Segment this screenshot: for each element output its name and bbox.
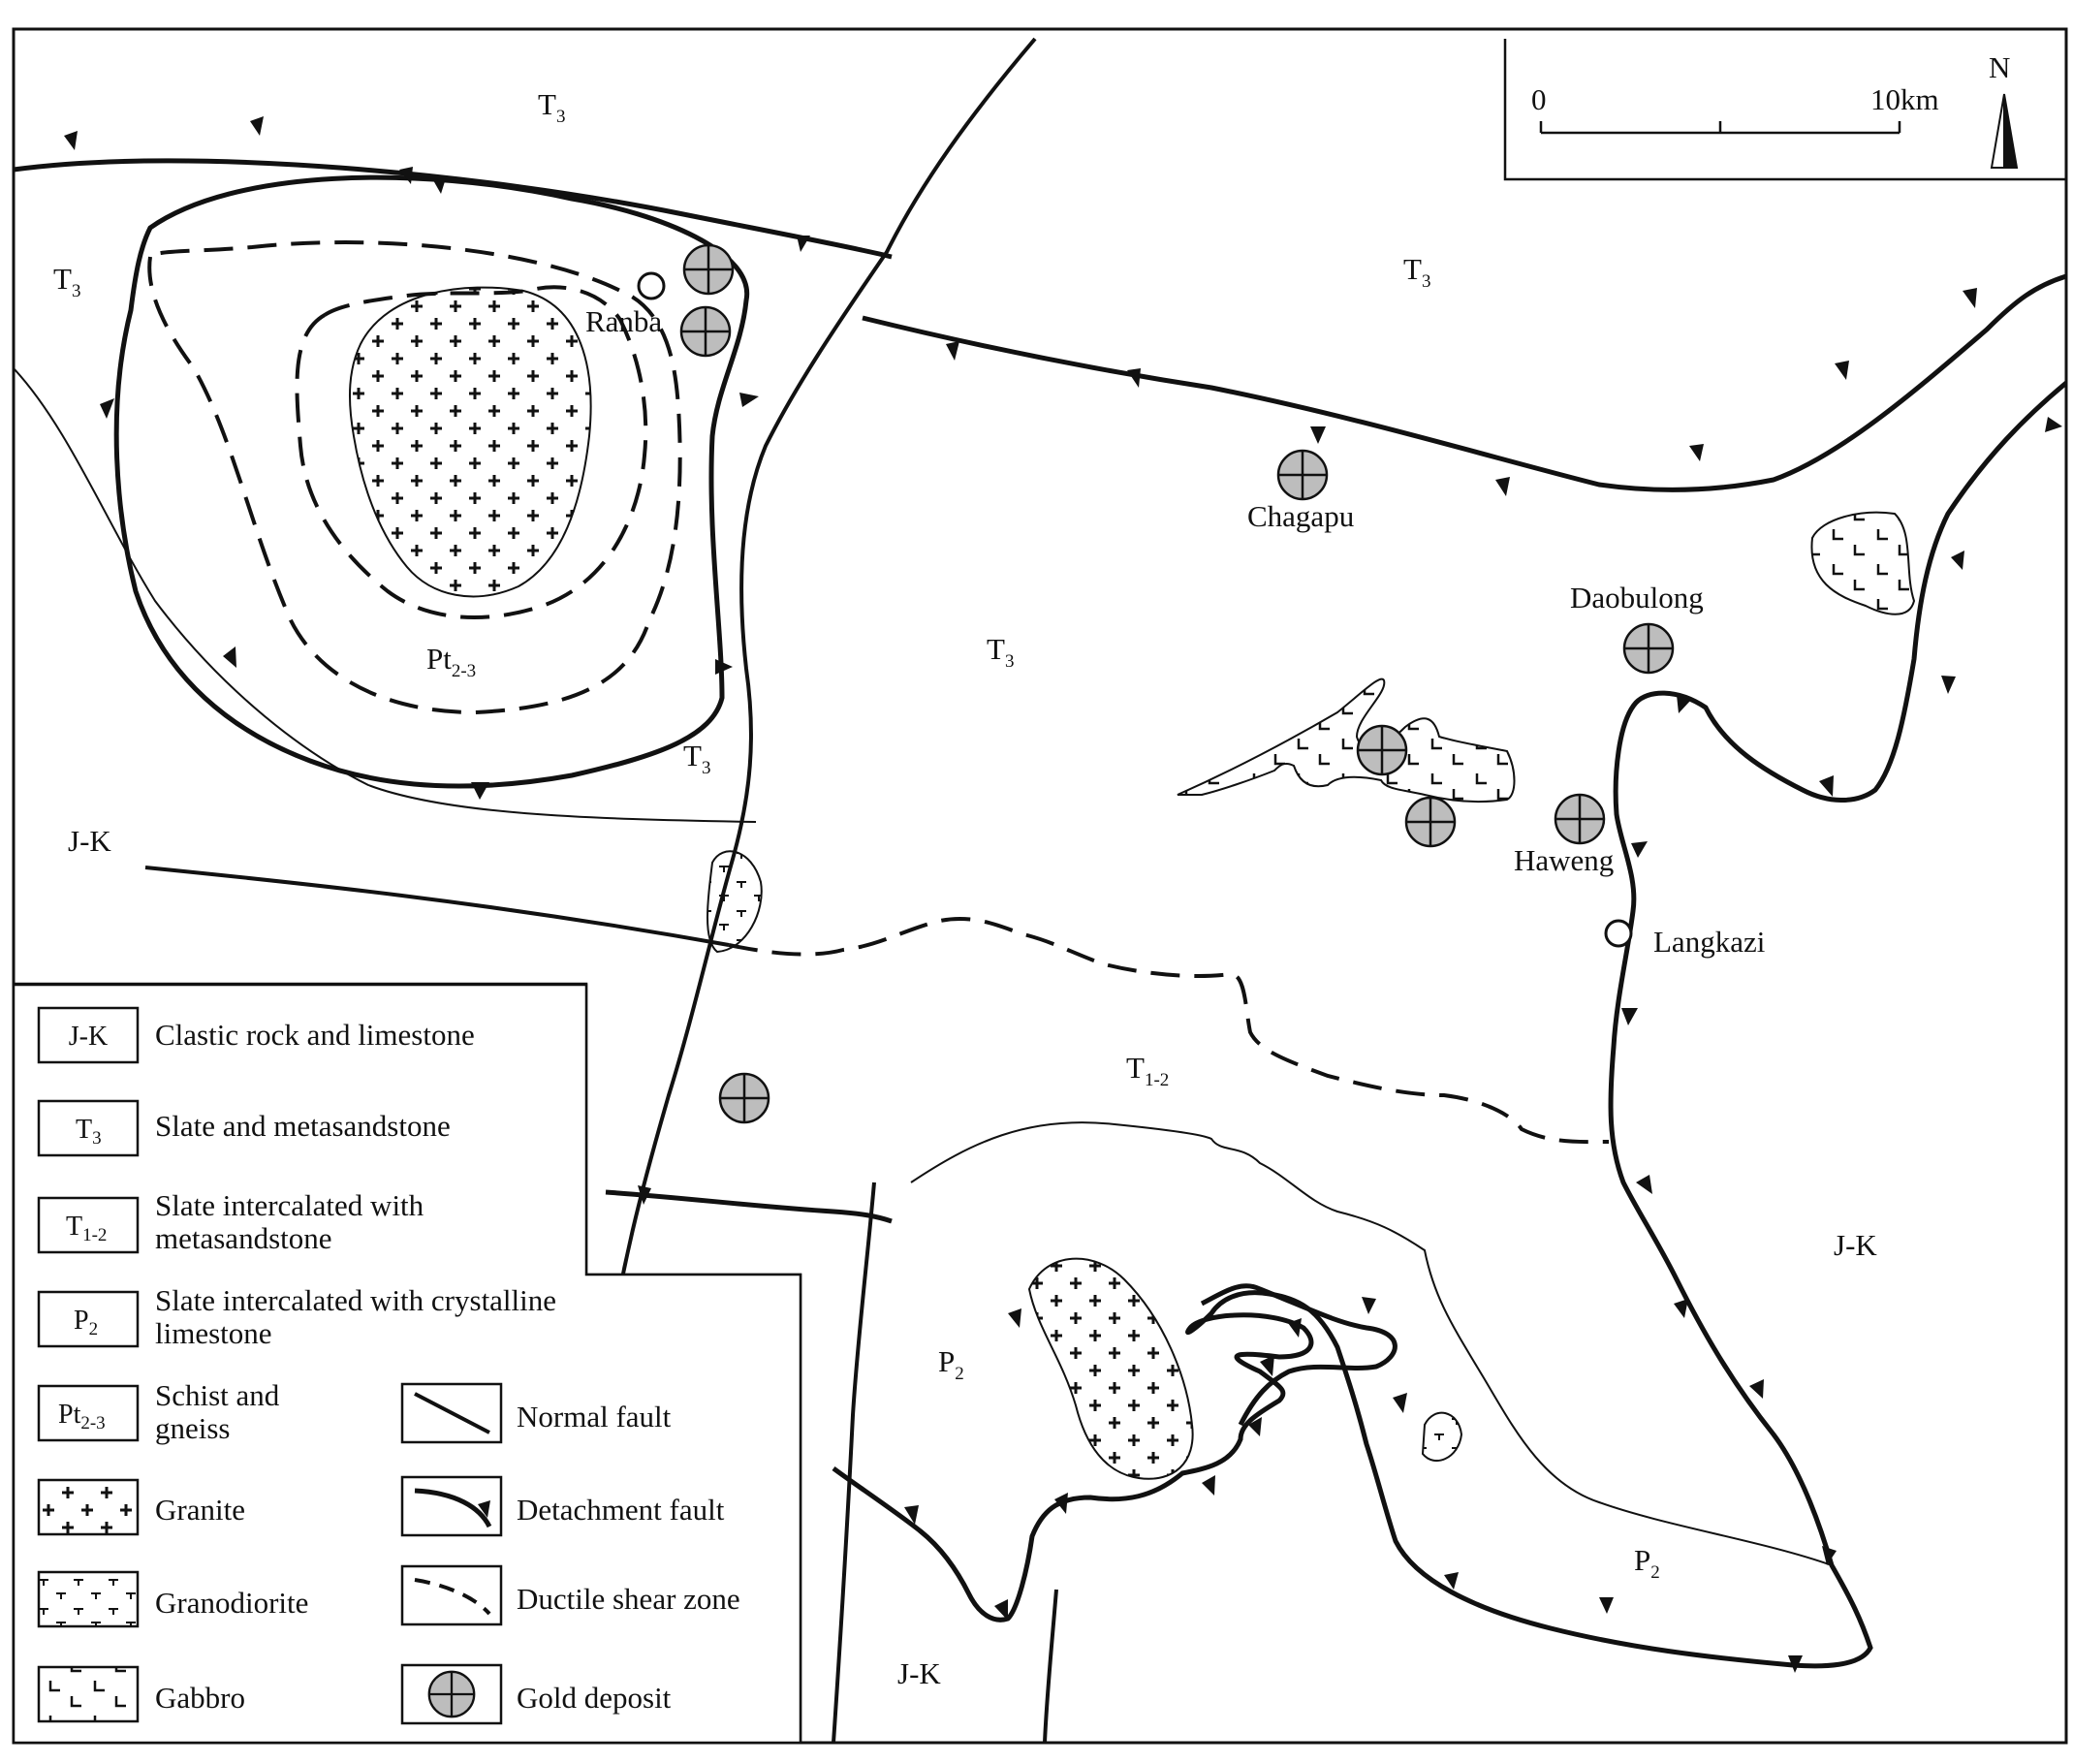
unit-p2-south: P <box>1634 1543 1650 1577</box>
place-daobulong: Daobulong <box>1570 581 1704 614</box>
legend-label-normal-fault: Normal fault <box>517 1400 672 1433</box>
place-ranba: Ranba <box>585 304 662 338</box>
legend-code-p2: P <box>74 1306 89 1336</box>
gold-deposit-icon <box>682 243 735 296</box>
legend-label-t12: Slate intercalated with <box>155 1188 424 1222</box>
gold-deposit-icon <box>427 1670 476 1718</box>
legend-label-granite: Granite <box>155 1493 245 1527</box>
svg-text:T3: T3 <box>1403 252 1430 292</box>
map-frame <box>12 27 2068 1745</box>
legend-label-gabbro: Gabbro <box>155 1681 245 1715</box>
town-langkazi <box>1604 919 1633 948</box>
svg-text:Pt2-3: Pt2-3 <box>426 642 476 681</box>
detachment-faults <box>13 116 2068 1673</box>
legend-label-granodiorite: Granodiorite <box>155 1586 308 1620</box>
svg-text:P2: P2 <box>938 1344 964 1384</box>
legend-code-jk: J-K <box>69 1022 108 1052</box>
granite-ranba <box>348 286 592 598</box>
granodiorite-south <box>1421 1411 1463 1463</box>
gold-deposit-icon <box>679 305 732 358</box>
normal-fault-swatch <box>414 1392 490 1434</box>
gold-deposit-icon <box>1554 793 1606 845</box>
legend-label-pt-line2: gneiss <box>155 1411 231 1445</box>
unit-jk-south: J-K <box>897 1656 941 1690</box>
svg-text:P2: P2 <box>1634 1543 1660 1583</box>
north-label: N <box>1989 50 2010 84</box>
gold-deposits <box>679 243 1675 1124</box>
legend-label-jk: Clastic rock and limestone <box>155 1018 475 1052</box>
svg-text:T3: T3 <box>683 739 710 778</box>
unit-labels: T3 T3 T3 T3 T3 Pt2-3 J-K T1-2 J-K P2 P2 … <box>53 87 1877 1690</box>
svg-text:T1-2: T1-2 <box>1126 1051 1169 1090</box>
legend-code-t3: T <box>76 1115 92 1145</box>
svg-text:T3: T3 <box>538 87 565 127</box>
unit-pt: Pt <box>426 642 452 676</box>
normal-faults <box>144 37 1058 1744</box>
legend-label-t3: Slate and metasandstone <box>155 1109 451 1143</box>
ductile-shear-swatch <box>414 1578 491 1616</box>
unit-p2-west: P <box>938 1344 955 1378</box>
legend-label-t12-line2: metasandstone <box>155 1221 332 1255</box>
legend: J-K T3 T1-2 P2 Pt2-3 Clastic rock and li… <box>12 982 802 1745</box>
svg-text:T3: T3 <box>53 262 80 301</box>
scale-box: 0 10km N <box>1503 39 2066 181</box>
legend-label-gold-deposit: Gold deposit <box>517 1681 672 1715</box>
scale-bar-start: 0 <box>1531 82 1547 116</box>
gold-deposit-icon <box>1276 449 1329 501</box>
scale-bar-end: 10km <box>1870 82 1939 116</box>
svg-text:Pt2-3: Pt2-3 <box>58 1400 106 1433</box>
place-haweng: Haweng <box>1514 843 1614 877</box>
gold-deposit-icon <box>1404 796 1457 848</box>
unit-t12: T <box>1126 1051 1145 1085</box>
unit-jk-east: J-K <box>1834 1228 1877 1262</box>
gabbro-east <box>1810 511 1916 615</box>
geologic-boundaries <box>13 367 1833 1566</box>
svg-text:T1-2: T1-2 <box>66 1212 107 1245</box>
legend-code-pt: Pt <box>58 1400 81 1430</box>
svg-text:T3: T3 <box>76 1115 102 1149</box>
legend-label-p2-line2: limestone <box>155 1316 272 1350</box>
svg-text:T3: T3 <box>987 632 1014 672</box>
granodiorite-small <box>707 850 763 954</box>
svg-text:P2: P2 <box>74 1306 98 1339</box>
legend-label-p2: Slate intercalated with crystalline <box>155 1283 556 1317</box>
unit-t3-mid: T <box>683 739 702 772</box>
gabbro-central <box>1177 677 1516 803</box>
legend-label-detachment-fault: Detachment fault <box>517 1493 725 1527</box>
place-langkazi: Langkazi <box>1653 925 1766 959</box>
granite-south <box>1027 1257 1194 1480</box>
detachment-fault <box>100 174 759 800</box>
unit-t3-top: T <box>538 87 556 121</box>
town-ranba <box>637 271 666 300</box>
north-arrow-icon <box>1990 93 2019 169</box>
place-labels: Ranba Chagapu Daobulong Haweng Langkazi <box>585 304 1766 959</box>
unit-t3-left: T <box>53 262 72 296</box>
legend-label-pt: Schist and <box>155 1378 280 1412</box>
unit-t3-ne: T <box>1403 252 1422 286</box>
scale-bar <box>1539 121 1901 135</box>
place-chagapu: Chagapu <box>1247 499 1354 533</box>
detachment-fault-swatch <box>414 1488 492 1528</box>
legend-label-ductile-shear: Ductile shear zone <box>517 1582 740 1616</box>
unit-t3-center: T <box>987 632 1005 666</box>
unit-jk-west: J-K <box>68 824 111 858</box>
gold-deposit-icon <box>1356 724 1408 776</box>
gold-deposit-icon <box>718 1072 770 1124</box>
gold-deposit-icon <box>1622 622 1675 675</box>
legend-code-t12: T <box>66 1212 82 1242</box>
